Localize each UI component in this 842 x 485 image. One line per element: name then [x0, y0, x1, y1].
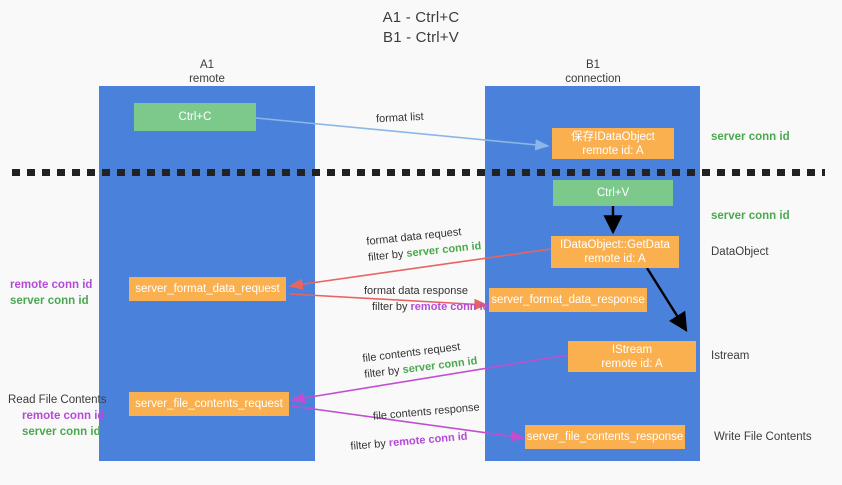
title-line-2: B1 - Ctrl+V: [383, 29, 459, 46]
filter-id-remote-conn-id: remote conn id: [388, 430, 468, 450]
column-header-a1-name: A1: [199, 59, 215, 71]
filter-prefix: filter by: [363, 364, 404, 381]
edge-label-format-data-response-filter: filter by remote conn id: [364, 299, 489, 315]
node-server-format-data-request-label: server_format_data_request: [135, 283, 280, 295]
page-title: A1 - Ctrl+C B1 - Ctrl+V: [0, 8, 842, 48]
node-istream-title: IStream: [611, 343, 653, 356]
node-ctrl-c-label: Ctrl+C: [178, 111, 212, 123]
left-annotation-read-file-contents: Read File Contents remote conn id server…: [8, 392, 106, 440]
filter-prefix: filter by: [349, 437, 390, 453]
node-server-format-data-response[interactable]: server_format_data_response: [489, 288, 647, 312]
column-header-a1: A1 remote: [127, 58, 287, 86]
node-istream-subtitle: remote id: A: [601, 357, 663, 370]
node-idataobject-getdata-title: IDataObject::GetData: [560, 239, 670, 251]
divider-dashed-line: [12, 169, 825, 176]
right-annotation-server-conn-id-top: server conn id: [711, 131, 790, 143]
node-save-idataobject-title: 保存IDataObject: [571, 130, 655, 143]
edge-label-file-contents-response-text: file contents response: [372, 401, 481, 423]
filter-prefix: filter by: [372, 301, 411, 313]
left-annotation-remote-conn-id: remote conn id: [10, 279, 93, 291]
right-annotation-server-conn-id-second: server conn id: [711, 210, 790, 222]
node-ctrl-v-label: Ctrl+V: [596, 187, 630, 199]
left-annotation-server-conn-id: server conn id: [22, 426, 101, 438]
edge-label-format-list-text: format list: [375, 110, 424, 126]
edge-label-file-contents-response-filter: filter by remote conn id: [350, 427, 483, 454]
left-annotation-remote-conn-id: remote conn id: [22, 410, 105, 422]
column-header-b1-role: connection: [565, 73, 621, 85]
node-server-format-data-request[interactable]: server_format_data_request: [129, 277, 286, 301]
edge-label-format-data-request: format data request filter by server con…: [366, 222, 482, 266]
node-server-file-contents-request[interactable]: server_file_contents_request: [129, 392, 289, 416]
edge-label-file-contents-response: file contents response filter by remote …: [350, 399, 482, 452]
node-istream[interactable]: IStream remote id: A: [568, 341, 696, 372]
right-annotation-istream: Istream: [711, 350, 750, 362]
node-server-format-data-response-label: server_format_data_response: [491, 294, 645, 306]
left-annotation-read-file-contents-heading: Read File Contents: [8, 394, 107, 406]
left-annotation-server-conn-id: server conn id: [10, 295, 89, 307]
filter-prefix: filter by: [367, 247, 408, 264]
edge-label-format-data-response: format data response filter by remote co…: [364, 283, 489, 315]
node-ctrl-v[interactable]: Ctrl+V: [553, 180, 673, 206]
column-header-a1-role: remote: [189, 73, 225, 85]
right-annotation-write-file-contents: Write File Contents: [714, 431, 812, 443]
node-idataobject-getdata[interactable]: IDataObject::GetData remote id: A: [551, 236, 679, 268]
title-line-1: A1 - Ctrl+C: [382, 9, 460, 26]
left-annotation-format-data-ids: remote conn id server conn id: [10, 277, 92, 309]
node-server-file-contents-response[interactable]: server_file_contents_response: [525, 425, 685, 449]
node-server-file-contents-request-label: server_file_contents_request: [135, 398, 283, 410]
column-header-b1-name: B1: [585, 59, 601, 71]
node-save-idataobject-subtitle: remote id: A: [582, 144, 644, 157]
node-save-idataobject[interactable]: 保存IDataObject remote id: A: [552, 128, 674, 159]
edge-label-file-contents-request: file contents request filter by server c…: [361, 337, 478, 383]
node-server-file-contents-response-label: server_file_contents_response: [526, 431, 684, 443]
edge-label-format-list: format list: [376, 109, 424, 127]
right-annotation-dataobject: DataObject: [711, 246, 769, 258]
filter-id-remote-conn-id: remote conn id: [410, 301, 490, 313]
node-idataobject-getdata-subtitle: remote id: A: [584, 253, 646, 265]
column-header-b1: B1 connection: [513, 58, 673, 86]
edge-label-format-data-response-text: format data response: [364, 285, 468, 297]
node-ctrl-c[interactable]: Ctrl+C: [134, 103, 256, 131]
